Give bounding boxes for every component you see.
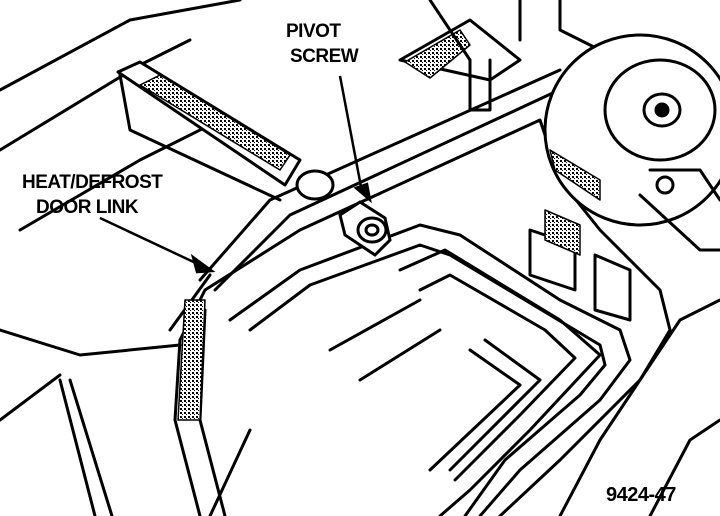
rib-left-b bbox=[68, 378, 114, 516]
door-link-leader bbox=[99, 216, 201, 267]
top-post bbox=[468, 58, 492, 112]
panel-left-bottom bbox=[0, 328, 182, 357]
door-link-label-line1: HEAT/DEFROST bbox=[22, 172, 163, 193]
bracket-leg bbox=[118, 73, 282, 202]
housing-shade-left bbox=[177, 299, 206, 421]
tab-bracket-right bbox=[593, 253, 632, 322]
blower-wheel bbox=[543, 33, 720, 227]
leader-lines bbox=[99, 75, 372, 274]
duct-tube-a bbox=[428, 348, 522, 472]
housing-left-wall bbox=[173, 338, 202, 516]
rib-left-a bbox=[58, 378, 97, 516]
lower-left-floor bbox=[208, 428, 252, 516]
duct-floor-line-a bbox=[328, 298, 442, 382]
duct-opening bbox=[398, 248, 602, 516]
figure-number: 9424-47 bbox=[606, 484, 676, 506]
blower-arm-screw bbox=[655, 175, 675, 195]
pivot-screw-label-line2: SCREW bbox=[290, 46, 359, 67]
blower-hub-outer bbox=[603, 58, 717, 162]
panel-diagonal bbox=[18, 118, 222, 232]
panel-left-floor bbox=[0, 373, 62, 422]
lower-right-edge bbox=[558, 298, 720, 516]
top-right-edge bbox=[428, 0, 602, 62]
duct-outer bbox=[228, 223, 632, 516]
pivot-screw-leader bbox=[338, 75, 364, 193]
link-arm-inner bbox=[213, 83, 572, 292]
duct-opening-inner bbox=[418, 273, 577, 482]
panel-upper-edge bbox=[0, 0, 242, 92]
blower-arm bbox=[638, 168, 720, 252]
bracket-shade bbox=[139, 74, 291, 171]
door-link-label-line2: DOOR LINK bbox=[36, 197, 139, 218]
blower-hub-center bbox=[654, 102, 670, 118]
housing-outer bbox=[178, 118, 672, 516]
top-blade-shade bbox=[404, 29, 471, 79]
link-arm-outer bbox=[198, 68, 562, 282]
pivot-screw-label-line1: PIVOT bbox=[286, 21, 341, 42]
blower-hub-inner bbox=[642, 92, 682, 128]
duct-tube-b bbox=[448, 338, 542, 472]
tab-bracket-shade bbox=[544, 209, 581, 256]
pivot-screw bbox=[338, 200, 392, 257]
blower-shade bbox=[549, 149, 601, 201]
door-link-arrowhead bbox=[190, 253, 216, 274]
link-boss bbox=[295, 169, 335, 201]
pivot-screw-arrowhead bbox=[353, 182, 372, 204]
duct-inner bbox=[248, 243, 607, 516]
